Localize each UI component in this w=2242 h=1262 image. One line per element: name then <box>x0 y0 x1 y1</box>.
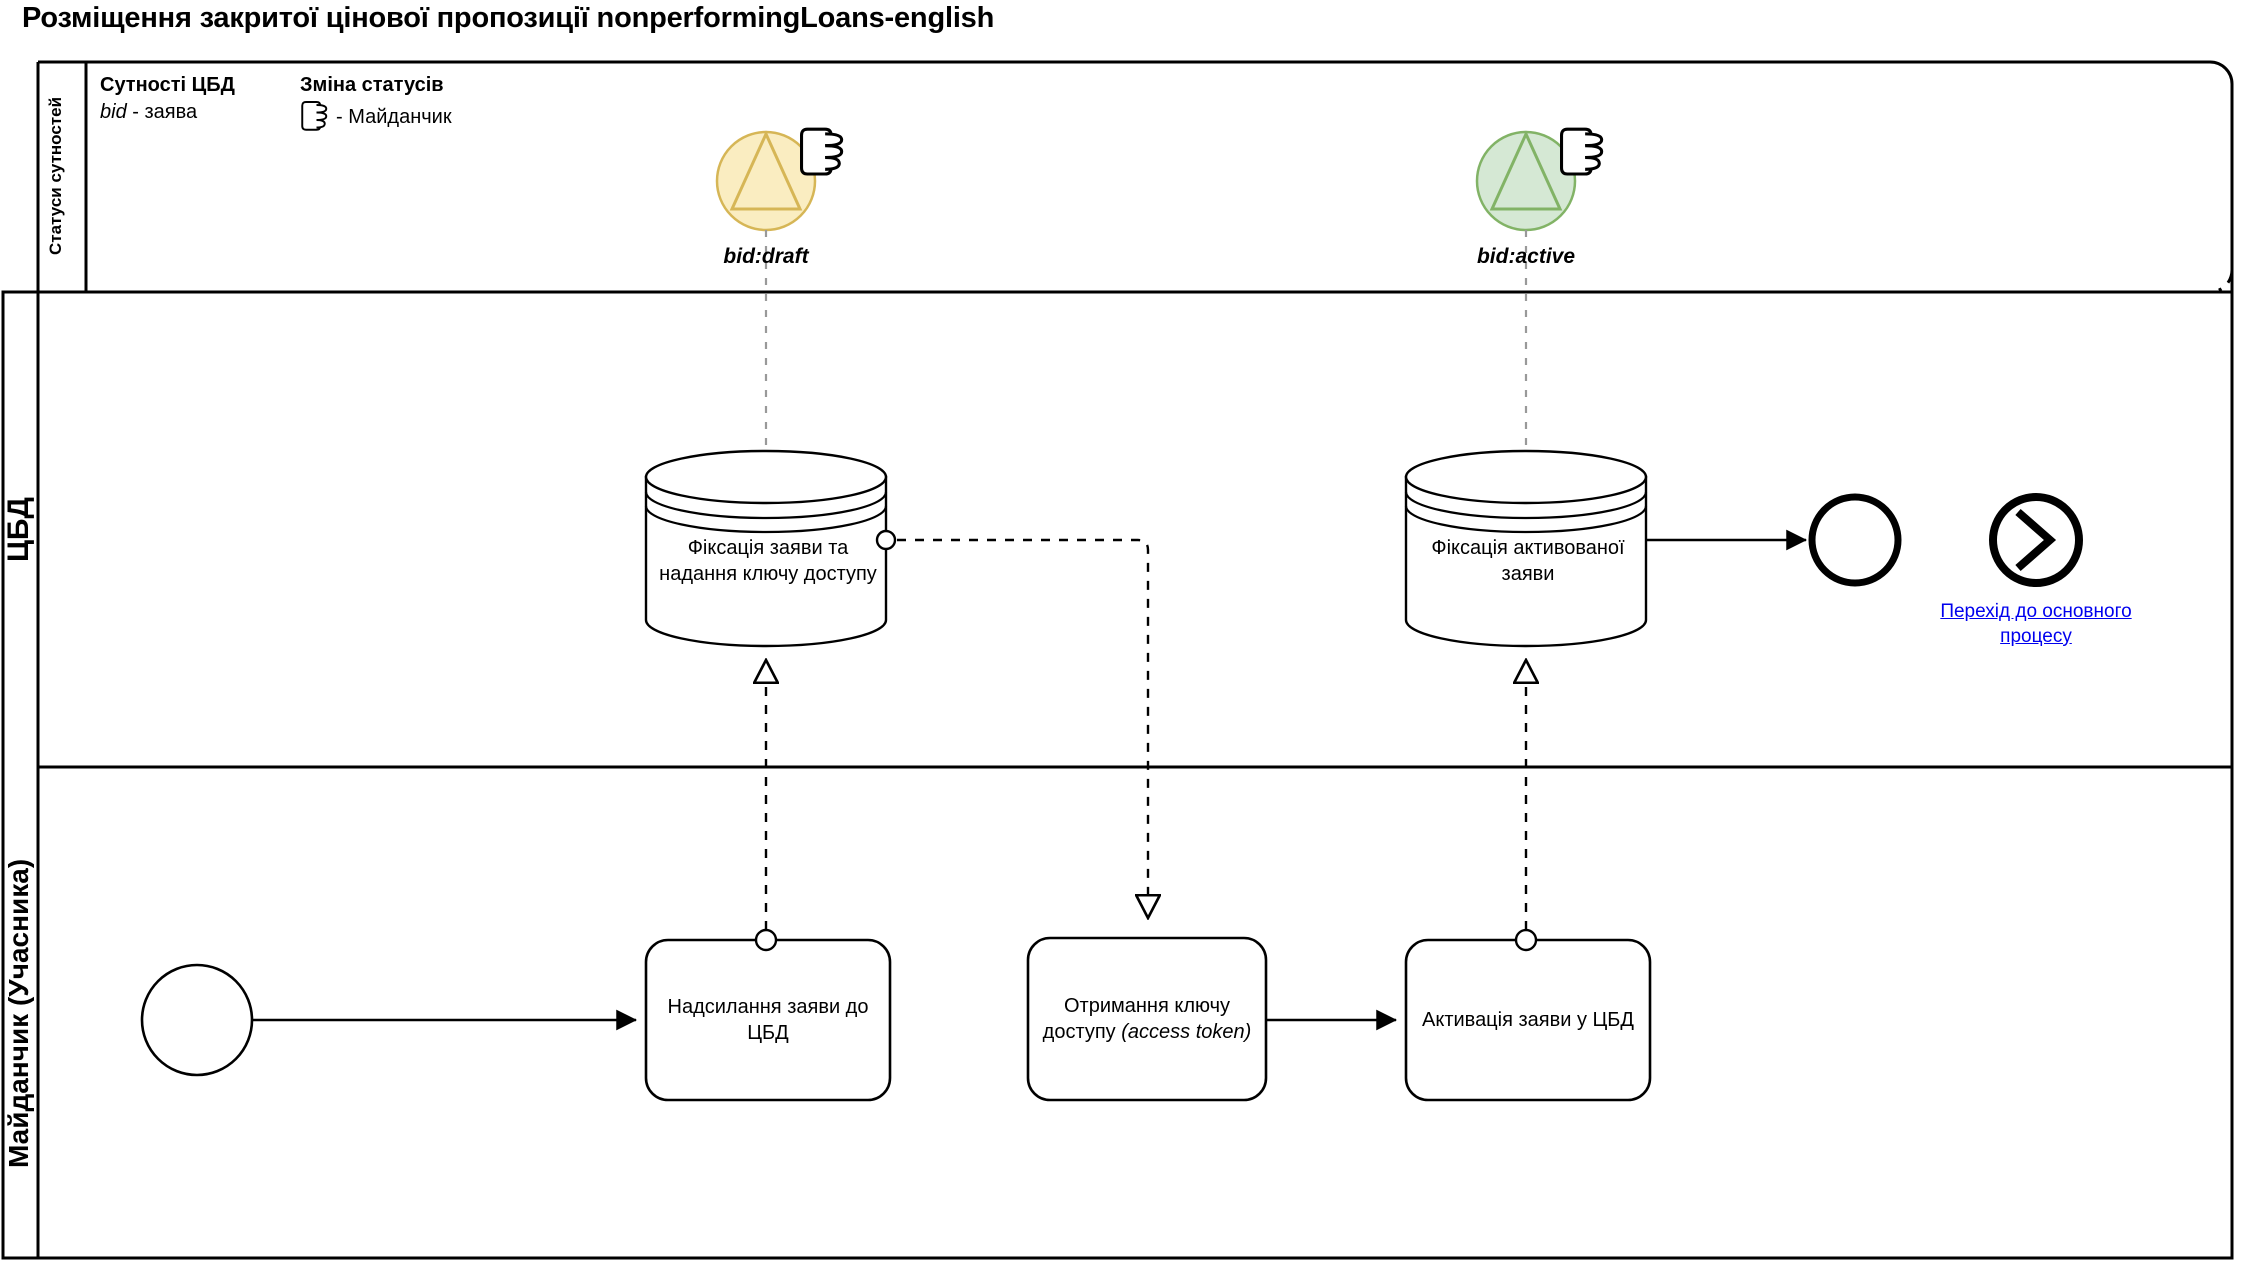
legend-entities-desc: - заява <box>126 101 198 123</box>
flow-datastore1-to-task2 <box>875 529 1148 918</box>
task-1[interactable] <box>644 928 892 1102</box>
lane-label-platform: Майданчик (Учасника) <box>3 858 34 1168</box>
datastore-1[interactable] <box>644 449 888 648</box>
status-bid-draft[interactable] <box>715 127 844 459</box>
legend-statuses: Зміна статусів - Майданчик <box>300 72 452 133</box>
lane-label-statuses: Статуси сутностей <box>46 96 65 256</box>
chevron-right-icon <box>2015 508 2057 572</box>
link-event[interactable] <box>1989 493 2083 587</box>
lane-statuses-frame <box>36 60 2234 294</box>
legend-statuses-desc: - Майданчик <box>336 105 452 128</box>
page-title: Розміщення закритої цінової пропозиції n… <box>22 2 995 34</box>
hand-icon <box>301 101 328 131</box>
status-bid-active[interactable] <box>1475 127 1604 459</box>
status-label-bid-draft: bid:draft <box>723 245 809 268</box>
end-event[interactable] <box>1808 493 1902 587</box>
task-2[interactable] <box>1026 936 1268 1102</box>
link-event-label[interactable]: Перехід до основного процесу <box>1940 601 2132 647</box>
legend-entities-term: bid <box>100 101 127 123</box>
lane-label-cbd: ЦБД <box>2 497 35 563</box>
legend-entities-heading: Сутності ЦБД <box>100 74 235 96</box>
legend-entities-row: bid - заява <box>100 99 235 126</box>
status-label-bid-active: bid:active <box>1476 245 1576 268</box>
legend-statuses-heading: Зміна статусів <box>300 74 444 96</box>
datastore-2[interactable] <box>1404 449 1648 648</box>
hand-icon <box>1560 127 1604 176</box>
legend-entities: Сутності ЦБД bid - заява <box>100 72 235 126</box>
start-event[interactable] <box>140 963 254 1077</box>
legend-statuses-row: - Майданчик <box>300 101 452 133</box>
hand-icon <box>800 127 844 176</box>
pool-frame <box>1 290 2234 1260</box>
task-3[interactable] <box>1404 928 1652 1102</box>
